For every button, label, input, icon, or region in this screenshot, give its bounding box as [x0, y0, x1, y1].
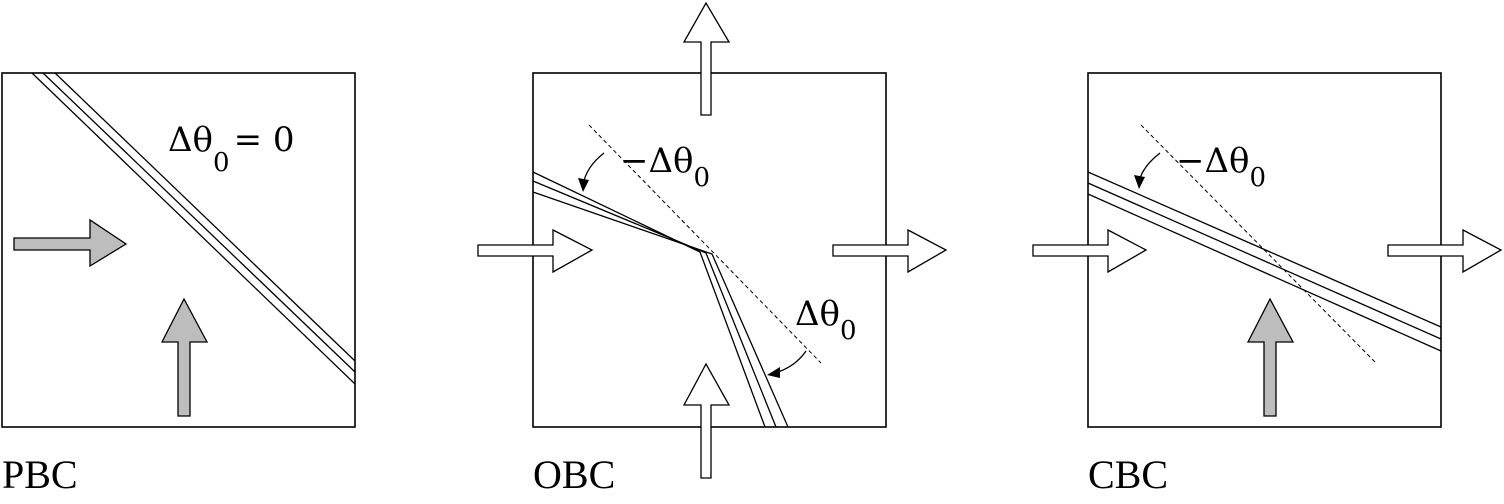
- obc-right-out-arrow: [832, 228, 948, 274]
- pbc-right-arrow: [13, 218, 128, 268]
- obc-bottom-in-arrow: [682, 362, 731, 479]
- cbc-neg-angle-arrowhead: [1134, 175, 1145, 189]
- cbc-neg-annotation: −Δθ0: [1176, 141, 1266, 193]
- pbc-annotation: Δθ0= 0: [168, 120, 295, 178]
- obc-neg-annotation: −Δθ0: [620, 141, 710, 193]
- pbc-interface-lines: [31, 72, 356, 385]
- panel-pbc: Δθ0= 0 PBC: [1, 72, 356, 497]
- cbc-left-in-arrow: [1032, 228, 1148, 274]
- pbc-box: [1, 72, 356, 428]
- obc-pos-angle-arrowhead: [767, 367, 780, 378]
- obc-neg-angle-arrowhead: [578, 178, 589, 192]
- obc-left-in-arrow: [477, 228, 594, 274]
- pbc-label: PBC: [2, 452, 78, 497]
- obc-pos-annotation: Δθ0: [795, 294, 857, 346]
- obc-top-arrow: [682, 1, 731, 116]
- pbc-up-arrow: [160, 297, 209, 417]
- cbc-right-out-arrow: [1387, 228, 1503, 274]
- cbc-label: CBC: [1088, 452, 1168, 497]
- obc-reference-dashed-line: [588, 124, 822, 364]
- cbc-up-arrow: [1246, 297, 1295, 417]
- obc-interface-lines: [532, 171, 789, 428]
- panel-obc: −Δθ0 Δθ0 OBC: [477, 1, 948, 497]
- panel-cbc: −Δθ0 CBC: [1032, 72, 1503, 497]
- obc-label: OBC: [533, 452, 615, 497]
